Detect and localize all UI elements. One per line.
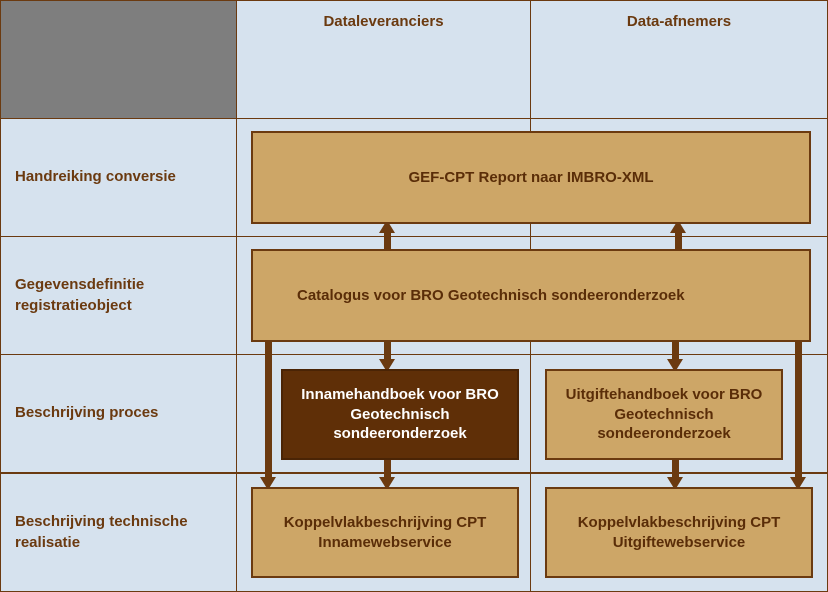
node-label: Uitgiftehandboek voor BRO Geotechnisch s… xyxy=(565,385,763,443)
node-catalogus-bro[interactable]: Catalogus voor BRO Geotechnisch sondeero… xyxy=(251,249,811,342)
row-label-text: Beschrijving proces xyxy=(15,404,159,422)
node-gef-cpt-report[interactable]: GEF-CPT Report naar IMBRO-XML xyxy=(251,131,811,224)
row-label-text: Handreiking conversie xyxy=(15,168,176,186)
row-label-beschrijving-proces: Beschrijving proces xyxy=(0,354,237,473)
node-label: Catalogus voor BRO Geotechnisch sondeero… xyxy=(297,286,685,304)
arrow-uitgiftehandboek-to-koppelvlak-uitgifte xyxy=(667,456,683,490)
arrow-catalogus-to-gef-cpt-right xyxy=(670,220,686,250)
node-label: Koppelvlakbeschrijving CPT Innamewebserv… xyxy=(283,513,487,551)
column-header-label: Data-afnemers xyxy=(626,13,732,30)
node-label: GEF-CPT Report naar IMBRO-XML xyxy=(408,168,654,186)
row-label-text: Gegevensdefinitie registratieobject xyxy=(15,276,145,314)
node-label: Koppelvlakbeschrijving CPT Uitgiftewebse… xyxy=(577,513,781,551)
arrow-catalogus-to-koppelvlak-inname xyxy=(260,338,276,490)
node-uitgiftehandboek[interactable]: Uitgiftehandboek voor BRO Geotechnisch s… xyxy=(545,369,783,460)
row-label-beschrijving-technische-realisatie: Beschrijving technische realisatie xyxy=(0,473,237,592)
node-label: Innamehandboek voor BRO Geotechnisch son… xyxy=(301,385,499,443)
row-label-handreiking-conversie: Handreiking conversie xyxy=(0,118,237,237)
column-header-dataleveranciers: Dataleveranciers xyxy=(236,0,531,119)
row-label-text: Beschrijving technische realisatie xyxy=(15,513,188,551)
column-header-data-afnemers: Data-afnemers xyxy=(530,0,828,119)
arrow-catalogus-to-koppelvlak-uitgifte xyxy=(790,338,806,490)
column-header-label: Dataleveranciers xyxy=(323,13,444,30)
row-label-gegevensdefinitie-registratieobject: Gegevensdefinitie registratieobject xyxy=(0,236,237,355)
arrow-catalogus-to-innamehandboek xyxy=(379,338,395,372)
arrow-catalogus-to-uitgiftehandboek xyxy=(667,338,683,372)
node-koppelvlak-uitgifte[interactable]: Koppelvlakbeschrijving CPT Uitgiftewebse… xyxy=(545,487,813,578)
node-innamehandboek[interactable]: Innamehandboek voor BRO Geotechnisch son… xyxy=(281,369,519,460)
node-koppelvlak-inname[interactable]: Koppelvlakbeschrijving CPT Innamewebserv… xyxy=(251,487,519,578)
arrow-catalogus-to-gef-cpt-left xyxy=(379,220,395,250)
arrow-innamehandboek-to-koppelvlak-inname xyxy=(379,456,395,490)
corner-cell xyxy=(0,0,237,119)
